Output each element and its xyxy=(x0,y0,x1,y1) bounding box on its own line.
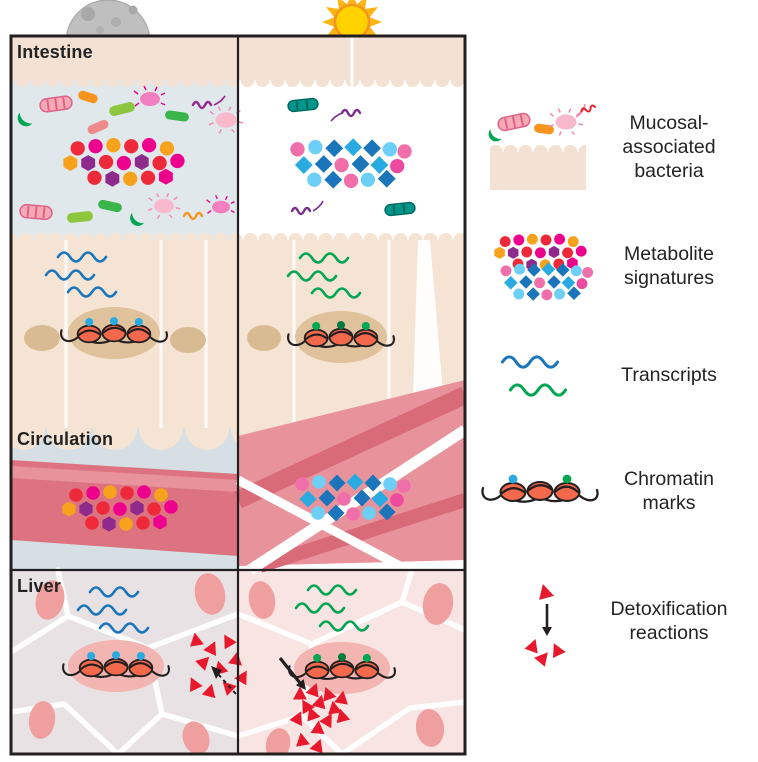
legend xyxy=(481,103,599,667)
circulation-section-label: Circulation xyxy=(17,429,114,449)
hepatocytes xyxy=(11,567,465,754)
panel-frame xyxy=(9,34,467,756)
liver-section-label: Liver xyxy=(17,576,62,596)
liver-chromatin-night xyxy=(62,651,170,678)
blood-vessel-day xyxy=(234,380,465,575)
mucosal-bacteria-icon xyxy=(488,103,597,190)
legend-label-metabolites: Metabolite signatures xyxy=(624,243,714,289)
legend-label-transcripts: Transcripts xyxy=(621,364,717,386)
mucosal-bacteria-day xyxy=(286,96,362,122)
chromatin-marks-night xyxy=(60,317,168,344)
metabolite-signatures-icon xyxy=(494,234,593,301)
detox-reactions-day xyxy=(278,657,351,754)
intestine-section-label: Intestine xyxy=(17,42,93,62)
chromatin-marks-day xyxy=(287,321,395,348)
detoxification-reactions-icon xyxy=(524,582,566,667)
solid-arrow-icon xyxy=(278,657,302,684)
transcripts-icon xyxy=(500,355,568,397)
detox-reactions-night xyxy=(184,631,253,699)
legend-label-detoxification: Detoxification reactions xyxy=(610,598,728,644)
liver-chromatin-day xyxy=(288,653,396,680)
epithelium-bacteria-day xyxy=(290,200,417,218)
legend-label-chromatin: Chromatin marks xyxy=(624,468,714,514)
mucosal-bacteria-night xyxy=(17,85,244,135)
legend-label-mucosal-bacteria: Mucosal- associated bacteria xyxy=(622,112,716,182)
chromatin-marks-icon xyxy=(481,474,599,503)
